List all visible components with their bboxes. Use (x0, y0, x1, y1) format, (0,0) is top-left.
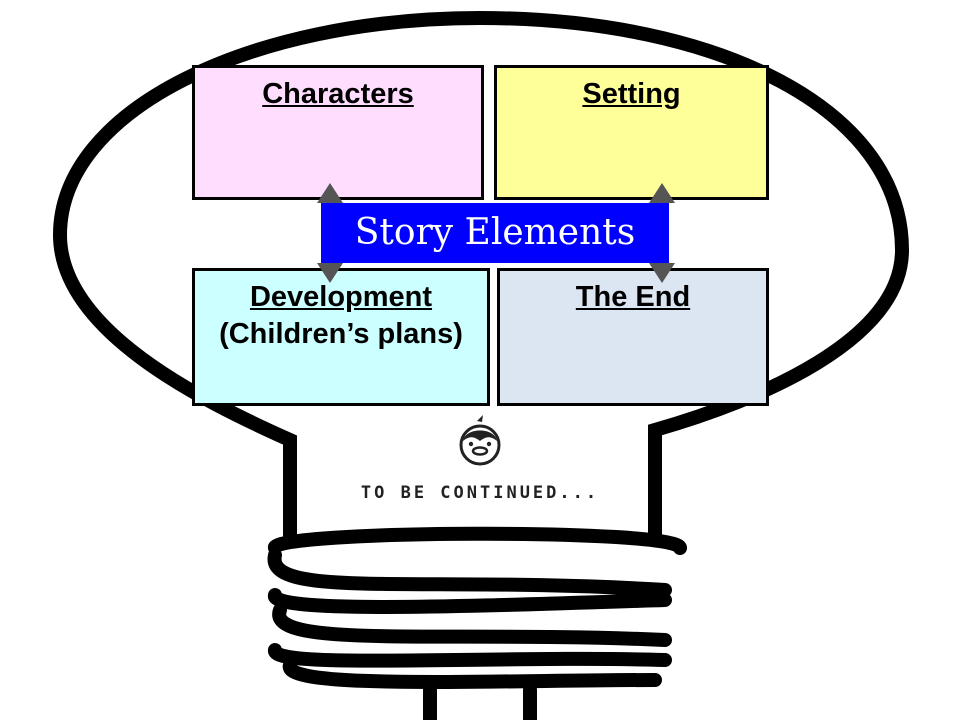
arrow-down-icon (317, 263, 343, 283)
the-end-title: The End (575, 281, 691, 313)
penguin-icon (459, 415, 501, 466)
setting-title: Setting (582, 78, 681, 110)
characters-title: Characters (262, 78, 414, 110)
development-title: Development (249, 281, 433, 313)
to-be-continued-text: TO BE CONTINUED... (360, 483, 600, 503)
story-elements-title: Story Elements (321, 203, 669, 263)
setting-box: Setting (494, 65, 769, 200)
arrow-down-icon (649, 263, 675, 283)
the-end-box: The End (497, 268, 769, 406)
characters-box: Characters (192, 65, 484, 200)
development-box: Development (Children’s plans) (192, 268, 490, 406)
development-subtitle: (Children’s plans) (219, 318, 463, 350)
arrow-up-icon (317, 183, 343, 203)
arrow-up-icon (649, 183, 675, 203)
